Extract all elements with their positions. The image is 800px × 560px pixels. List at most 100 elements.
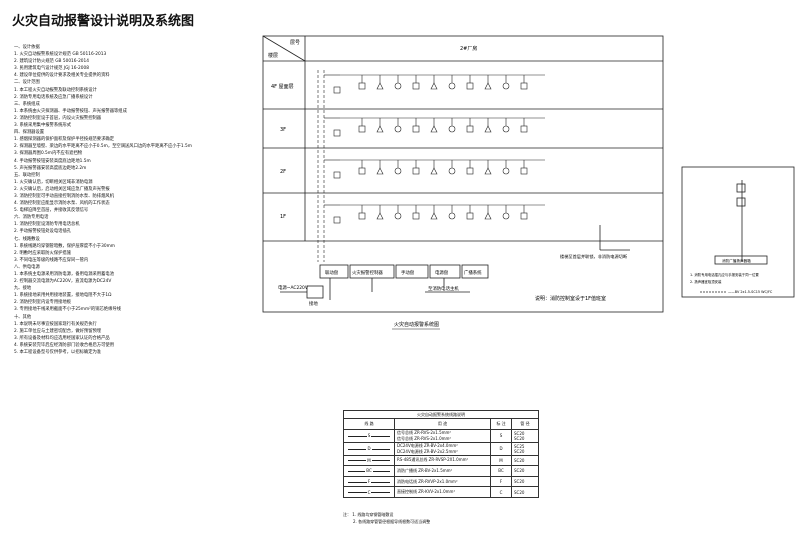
legend-mark: M [490,454,512,467]
note-line: 1. 消防控制室设消防专用电话总机 [14,222,80,228]
legend-mark: F [490,475,512,488]
control-box-manual: 手动盘 [401,269,415,276]
legend-use: 直接控制线 ZR-KVV-2x1.0mm² [394,486,491,498]
alarm-bell-icon [430,125,438,133]
speaker-icon [502,167,510,175]
note-line: 1. 系统线路均穿钢管暗敷，保护层厚度不小于30mm [14,243,115,249]
junction-box-icon [333,129,341,137]
legend-use: 消防电话线 ZR-RVVP-2x1.0mm² [394,475,491,488]
grounding-label: 接地 [309,300,318,307]
remark-label: 说明：消防控制室设于1F值班室 [535,295,606,302]
note-line: 七、线路敷设 [14,236,40,242]
speaker-icon [502,125,510,133]
smoke-detector-icon [412,125,420,133]
note-line: 3. 不同电压等级的线路不应穿同一管内 [14,257,89,263]
legend-header-line: 线 路 [343,418,395,430]
note-line: 五、联动控制 [14,172,40,178]
speaker-icon [394,167,402,175]
legend-line-symbol: BC [365,468,373,474]
legend-pipe-value: SC20 [514,430,525,436]
legend-line-symbol: C [366,489,372,495]
note-line: 2. 火灾确认后，启动相关区域应急广播及声光警报 [14,186,110,192]
note-line: 三、系统组成 [14,101,40,107]
smoke-detector-icon [466,82,474,90]
legend-line-symbol: S [366,433,372,439]
alarm-bell-icon [484,212,492,220]
legend-pipe: SC20 [511,486,539,498]
legend-footer: 注： 1. 线路均穿钢管暗敷设 2. 各线路穿管管径根据导线根数可适当调整 [343,511,430,525]
alarm-bell-icon [484,167,492,175]
note-line: 八、供电电源 [14,264,40,270]
smoke-detector-icon [466,212,474,220]
smoke-detector-icon [520,82,528,90]
note-line: 2. 消防控制室设于首层，内设火灾报警控制器 [14,115,102,121]
speaker-icon [502,82,510,90]
legend-use: 消防广播线 ZR-BV-2x1.5mm² [394,465,491,477]
page-title: 火灾自动报警设计说明及系统图 [12,14,195,29]
legend-pipe: SC20 [511,475,539,488]
smoke-detector-icon [358,125,366,133]
legend-mark: BC [490,465,512,477]
floor-label-1f: 1F [280,214,286,220]
note-line: 3. 专用接地干线采用截面不小于25mm²的铜芯绝缘导线 [14,307,121,313]
legend-pipe-value: SC20 [514,468,525,474]
smoke-detector-icon [358,82,366,90]
detail-note-1: 1. 消防专用电话插孔应与手报安装于同一位置 [690,272,759,277]
legend-line-code: BC [343,465,395,477]
note-line: 2. 消防控制室内设专用接地板 [14,300,72,306]
junction-box-icon [333,216,341,224]
control-box-power: 电源盘 [435,269,449,276]
legend-mark: S [490,428,512,443]
note-line: 一、设计依据 [14,45,40,50]
power-label: 电源~AC220V [278,284,308,291]
legend-use-line: RS-485通讯总线 ZR-RVSP-2X1.0mm² [397,457,469,463]
alarm-bell-icon [484,125,492,133]
detail-box-label: 消防广播扬声器箱 [722,258,751,263]
smoke-detector-icon [520,212,528,220]
note-line: 九、接地 [14,286,32,292]
speaker-icon [448,125,456,133]
alarm-bell-icon [376,212,384,220]
alarm-bell-icon [376,167,384,175]
legend-use-line: DC24V电源线 ZR-BV-2x2.5mm² [397,448,458,454]
speaker-icon [448,212,456,220]
note-line: 1. 系统接地采用共用接地装置，接地电阻不大于1Ω [14,293,112,299]
floor-label-4f: 4F 屋面层 [271,84,294,90]
control-box-linkage: 联动盘 [325,269,339,276]
legend-pipe-value: SC20 [514,457,525,463]
note-line: 2. 建筑设计防火规范 GB 50016-2014 [14,59,90,65]
note-line: 2. 施工单位应与土建密切配合，做好预留预埋 [14,328,102,334]
speaker-icon [394,125,402,133]
note-line: 2. 探测器至墙壁、梁边的水平距离不应小于0.5m，至空调送风口边的水平距离不应… [14,144,192,150]
legend-use-line: 信号总线 ZR-RVS-2x1.0mm² [397,435,452,441]
alarm-bell-icon [430,82,438,90]
legend-use-line: 直接控制线 ZR-KVV-2x1.0mm² [397,489,456,495]
smoke-detector-icon [358,212,366,220]
note-line: 4. 手动报警按钮安装高度底边距地1.5m [14,158,91,164]
smoke-detector-icon [520,167,528,175]
control-box-broadcast: 广播系统 [464,269,482,276]
header-building: 2#厂房 [460,45,477,52]
legend-pipe-value: SC20 [514,448,525,454]
note-line: 2. 明敷时应采取防火保护措施 [14,250,72,256]
legend-mark: C [490,486,512,498]
floor-label-2f: 2F [280,169,286,175]
legend-pipe-value: SC25 [514,443,525,449]
note-line: 3. 消防控制室可手动直接控制消防水泵、防排烟风机 [14,193,114,199]
note-line: 1. 本工程火灾自动报警及联动控制系统设计 [14,87,97,93]
note-line: 2. 消防专用电话系统及应急广播系统设计 [14,94,93,100]
firephone-label: 至消防电话主机 [428,285,459,292]
legend-footer-1: 注： 1. 线路均穿钢管暗敷设 [343,512,394,517]
note-line: 2. 手动报警按钮处设电话插孔 [14,229,72,235]
note-line: 六、消防专用电话 [14,215,49,221]
header-floor: 楼层 [268,52,278,59]
legend-line-code: M [343,454,395,467]
legend-pipe-value: SC20 [514,489,525,495]
note-line: 1. 火灾确认后，切断相关区域非消防电源 [14,179,93,185]
legend-line-code: D [343,441,395,456]
smoke-detector-icon [520,125,528,133]
note-line: 3. 系统采用集中报警系统形式 [14,123,72,129]
